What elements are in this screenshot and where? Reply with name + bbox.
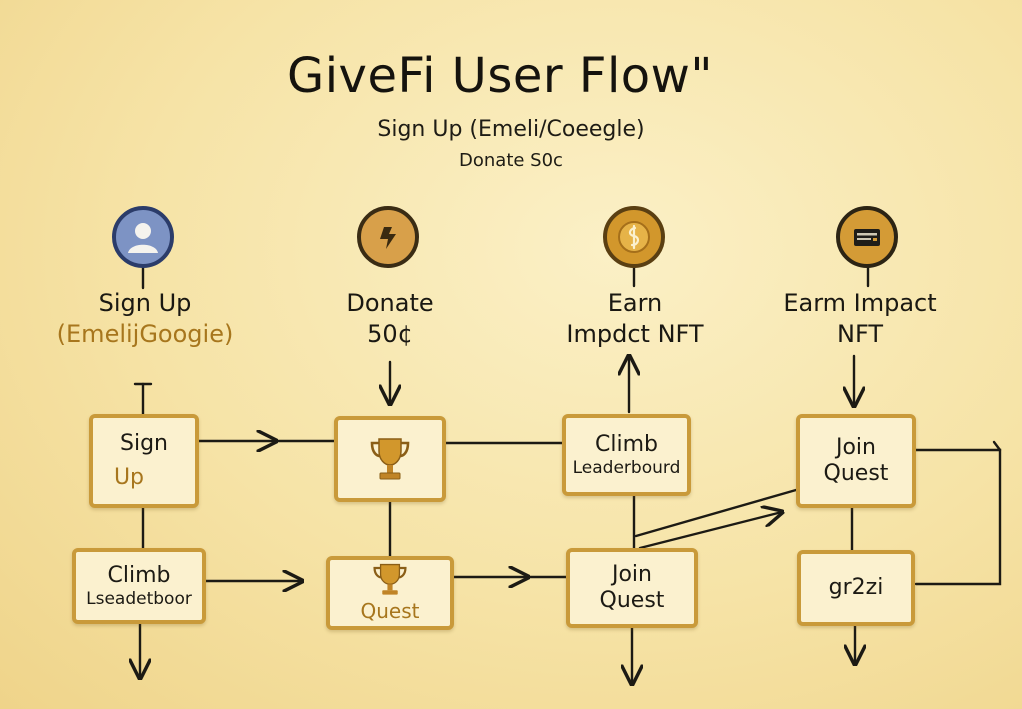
loop-join-gr2zi <box>914 448 1002 586</box>
signup-icon-circle <box>112 206 174 268</box>
nft-icon-circle <box>603 206 665 268</box>
node-join-top-line2: Quest <box>823 461 889 486</box>
donate-coin-icon <box>380 227 396 249</box>
column-label-earn-nft: Earn Impdct NFT <box>566 289 704 348</box>
node-sign-up-line2: Up <box>113 465 145 490</box>
column-label-earm-impact: Earm Impact NFT <box>783 289 937 348</box>
donate-icon-circle <box>357 206 419 268</box>
node-climb-top-line1: Climb <box>595 432 658 457</box>
node-join-bottom-line1: Join <box>611 562 652 587</box>
node-quest[interactable]: Quest <box>326 556 454 630</box>
diagram-title: GiveFi User Flow" <box>287 48 713 104</box>
trophy-icon <box>373 563 407 595</box>
node-climb-top-line2: Leaderbourd <box>572 458 681 478</box>
node-trophy[interactable] <box>334 416 446 502</box>
arrow-diagonal-to-join <box>638 512 782 550</box>
diagram-subtitle-signup: Sign Up (Emeli/Coeegle) <box>377 117 645 142</box>
nft-coin-icon <box>618 221 650 253</box>
node-sign-up-line1: Sign <box>120 431 168 456</box>
node-join-quest-bottom[interactable]: Join Quest <box>566 548 698 628</box>
diagonal-join-link-1 <box>634 488 798 538</box>
node-gr2zi[interactable]: gr2zi <box>797 550 915 626</box>
node-quest-label: Quest <box>360 599 420 623</box>
trophy-icon <box>370 438 410 480</box>
node-climb-leaderboard-bottom[interactable]: Climb Lseadetboor <box>72 548 206 624</box>
wallet-icon-circle <box>836 206 898 268</box>
loop-tick <box>992 440 1002 452</box>
diagram-subtitle-donate: Donate S0c <box>459 150 563 171</box>
column-label-donate: Donate 50¢ <box>346 289 434 348</box>
node-join-bottom-line2: Quest <box>599 588 665 613</box>
node-climb-bottom-line1: Climb <box>107 563 171 588</box>
column-label-signup: Sign Up (EmelijGoogie) <box>56 289 234 348</box>
node-climb-bottom-line2: Lseadetboor <box>86 589 192 609</box>
node-join-quest-top[interactable]: Join Quest <box>796 414 916 508</box>
node-climb-leaderboard-top[interactable]: Climb Leaderbourd <box>562 414 691 496</box>
wallet-card-icon <box>854 229 880 246</box>
user-icon <box>128 223 158 253</box>
node-sign-up[interactable]: Sign Up <box>89 414 199 508</box>
node-gr2zi-label: gr2zi <box>828 575 884 600</box>
node-join-top-line1: Join <box>835 435 876 460</box>
